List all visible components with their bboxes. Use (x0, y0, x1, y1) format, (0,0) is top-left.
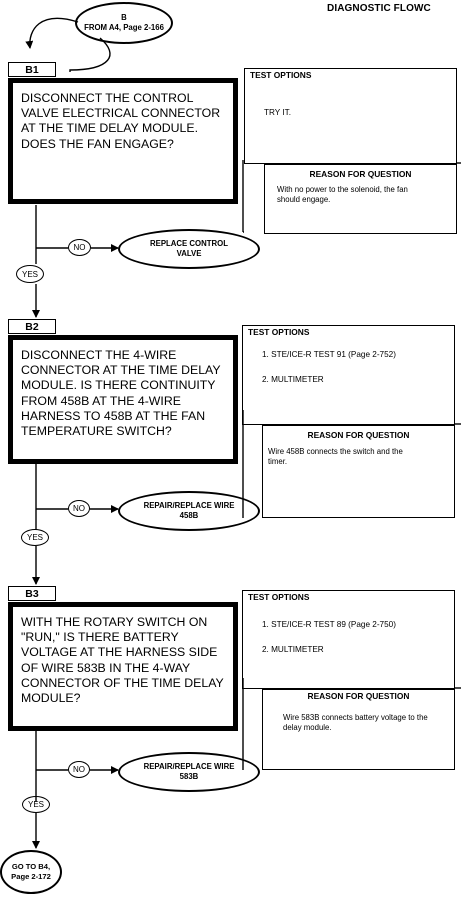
test-option-b2-2: 2. MULTIMETER (262, 375, 324, 384)
step-label-b3: B3 (8, 586, 56, 601)
reason-text-b3: Wire 583B connects battery voltage to th… (283, 713, 428, 732)
question-text-b1: DISCONNECT THE CONTROL VALVE ELECTRICAL … (21, 91, 221, 151)
test-options-box-b3 (242, 590, 455, 689)
reason-title-b2: REASON FOR QUESTION (307, 430, 410, 440)
question-text-b3: WITH THE ROTARY SWITCH ON "RUN," IS THER… (21, 615, 224, 706)
question-text-b2: DISCONNECT THE 4-WIRE CONNECTOR AT THE T… (21, 348, 221, 439)
test-option-b3-1: 1. STE/ICE-R TEST 89 (Page 2-750) (262, 620, 396, 629)
test-options-box-b1 (244, 68, 457, 164)
reason-box-b3 (262, 689, 455, 770)
reason-title-b3: REASON FOR QUESTION (307, 691, 410, 701)
test-option-b2-1: 1. STE/ICE-R TEST 91 (Page 2-752) (262, 350, 396, 359)
no-label-b2: NO (68, 500, 90, 517)
action-b3: REPAIR/REPLACE WIRE 583B (118, 752, 260, 792)
action-text-b1: REPLACE CONTROL VALVE (150, 239, 228, 258)
no-label-b1: NO (68, 239, 91, 256)
test-options-box-b2 (242, 325, 455, 425)
action-b1: REPLACE CONTROL VALVE (118, 229, 260, 269)
end-line1: GO TO B4, (11, 862, 51, 871)
no-label-b3: NO (68, 761, 90, 778)
page-header: DIAGNOSTIC FLOWC (327, 3, 431, 14)
reason-box-b1 (264, 164, 457, 234)
test-options-title-b2: TEST OPTIONS (248, 327, 310, 337)
yes-label-b3: YES (22, 796, 50, 813)
start-line1: B (121, 13, 127, 22)
step-label-b2: B2 (8, 319, 56, 334)
test-option-b3-2: 2. MULTIMETER (262, 645, 324, 654)
action-text-b2: REPAIR/REPLACE WIRE 458B (143, 501, 235, 520)
start-line2: FROM A4, Page 2-166 (84, 23, 164, 32)
test-option-b1-1: TRY IT. (264, 108, 291, 117)
question-box-b2: DISCONNECT THE 4-WIRE CONNECTOR AT THE T… (8, 335, 238, 464)
action-text-b3: REPAIR/REPLACE WIRE 583B (143, 762, 235, 781)
test-options-title-b3: TEST OPTIONS (248, 592, 310, 602)
end-terminal: GO TO B4, Page 2-172 (0, 850, 62, 894)
reason-box-b2 (262, 425, 455, 518)
start-connector (25, 17, 79, 49)
reason-text-b2: Wire 458B connects the switch and the ti… (268, 447, 403, 466)
end-line2: Page 2-172 (11, 872, 51, 881)
yes-label-b2: YES (21, 529, 49, 546)
reason-text-b1: With no power to the solenoid, the fan s… (277, 185, 408, 204)
yes-label-b1: YES (16, 265, 44, 283)
reason-title-b1: REASON FOR QUESTION (309, 169, 412, 179)
step-label-b1: B1 (8, 62, 56, 77)
start-terminal: B FROM A4, Page 2-166 (75, 2, 173, 44)
question-box-b3: WITH THE ROTARY SWITCH ON "RUN," IS THER… (8, 602, 238, 731)
question-box-b1: DISCONNECT THE CONTROL VALVE ELECTRICAL … (8, 78, 238, 204)
action-b2: REPAIR/REPLACE WIRE 458B (118, 491, 260, 531)
test-options-title-b1: TEST OPTIONS (250, 70, 312, 80)
